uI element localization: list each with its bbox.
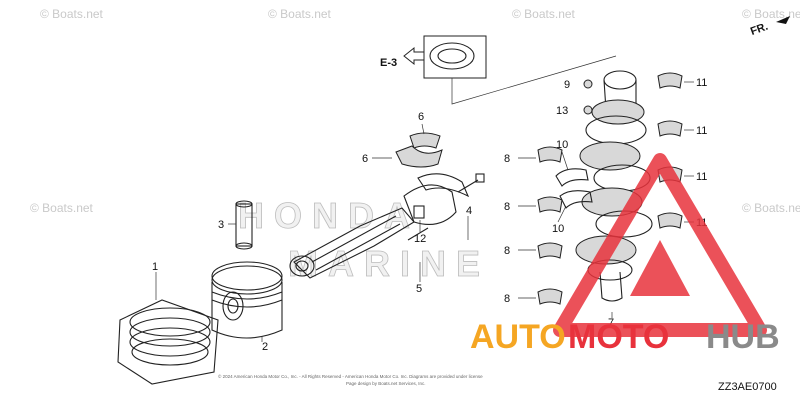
- part-number-10b: 10: [552, 223, 564, 235]
- logo-triangle-inner-icon: [630, 240, 690, 296]
- main-bearing: [537, 242, 563, 259]
- piston-rings: [117, 299, 219, 385]
- main-bearing-upper: [657, 72, 683, 89]
- part-number-12: 12: [414, 233, 426, 245]
- copyright-line: Page design by Boats.net Services, Inc.: [346, 381, 426, 386]
- part-number-1: 1: [152, 261, 158, 273]
- copyright-line: © 2024 American Honda Motor Co., Inc. - …: [218, 373, 483, 379]
- plug-cap: [583, 79, 593, 89]
- leader-6a: [421, 123, 425, 135]
- ref-arrow-icon: [403, 46, 425, 66]
- part-number-2: 2: [262, 341, 268, 353]
- part-number-13: 13: [556, 105, 568, 117]
- part-number-5: 5: [416, 283, 422, 295]
- part-number-11b: 11: [696, 125, 707, 137]
- automotohub-logo: AUTO MOTO HUB: [470, 153, 780, 356]
- direction-label: FR.: [749, 21, 770, 38]
- plug-cap: [583, 105, 593, 115]
- brand-text-honda: HONDA: [238, 195, 420, 236]
- logo-text-hub: HUB: [706, 318, 780, 356]
- part-number-8b: 8: [504, 201, 510, 213]
- thrust-washer: [559, 190, 593, 209]
- watermark: © Boats.net: [268, 7, 332, 21]
- part-number-6a: 6: [418, 111, 424, 123]
- main-bearing: [537, 196, 563, 213]
- oil-seal-inner: [437, 48, 467, 64]
- rod-bearing-lower: [395, 145, 443, 168]
- diagram-code: ZZ3AE0700: [718, 381, 777, 393]
- oil-seal-outer: [429, 42, 475, 70]
- piston-pin: [235, 200, 253, 250]
- brand-text-marine: MARINE: [288, 243, 490, 284]
- dowel-pin: [413, 205, 425, 219]
- seal-leader: [451, 55, 617, 105]
- leader-10a: [561, 151, 569, 171]
- rod-bearing-upper: [409, 132, 441, 149]
- watermark: © Boats.net: [40, 7, 104, 21]
- part-number-11c: 11: [696, 171, 707, 183]
- logo-text-moto: MOTO: [568, 318, 669, 356]
- main-bearing: [537, 288, 563, 305]
- main-bearing-upper: [657, 120, 683, 137]
- part-number-8a: 8: [504, 153, 510, 165]
- part-number-6b: 6: [362, 153, 368, 165]
- part-number-11a: 11: [696, 77, 707, 89]
- logo-triangle-icon: [553, 153, 767, 337]
- main-bearing: [537, 146, 563, 163]
- part-number-3: 3: [218, 219, 224, 231]
- part-number-10a: 10: [556, 139, 568, 151]
- direction-arrow-icon: [776, 16, 790, 24]
- main-bearing-upper: [657, 212, 683, 229]
- connecting-rod: [289, 184, 457, 279]
- part-number-8c: 8: [504, 245, 510, 257]
- rod-cap: [417, 173, 470, 198]
- watermark: © Boats.net: [742, 7, 800, 21]
- piston: [211, 261, 283, 339]
- logo-text-auto: AUTO: [470, 318, 566, 356]
- part-number-4: 4: [466, 205, 472, 217]
- leader-10b: [557, 205, 567, 223]
- rod-bolt: [407, 173, 485, 241]
- ref-label: E-3: [380, 57, 397, 69]
- watermark: © Boats.net: [742, 201, 800, 215]
- thrust-washer: [555, 168, 589, 187]
- watermark: © Boats.net: [30, 201, 94, 215]
- seal-frame: [423, 35, 487, 79]
- part-number-9: 9: [564, 79, 570, 91]
- watermark: © Boats.net: [512, 7, 576, 21]
- part-number-8d: 8: [504, 293, 510, 305]
